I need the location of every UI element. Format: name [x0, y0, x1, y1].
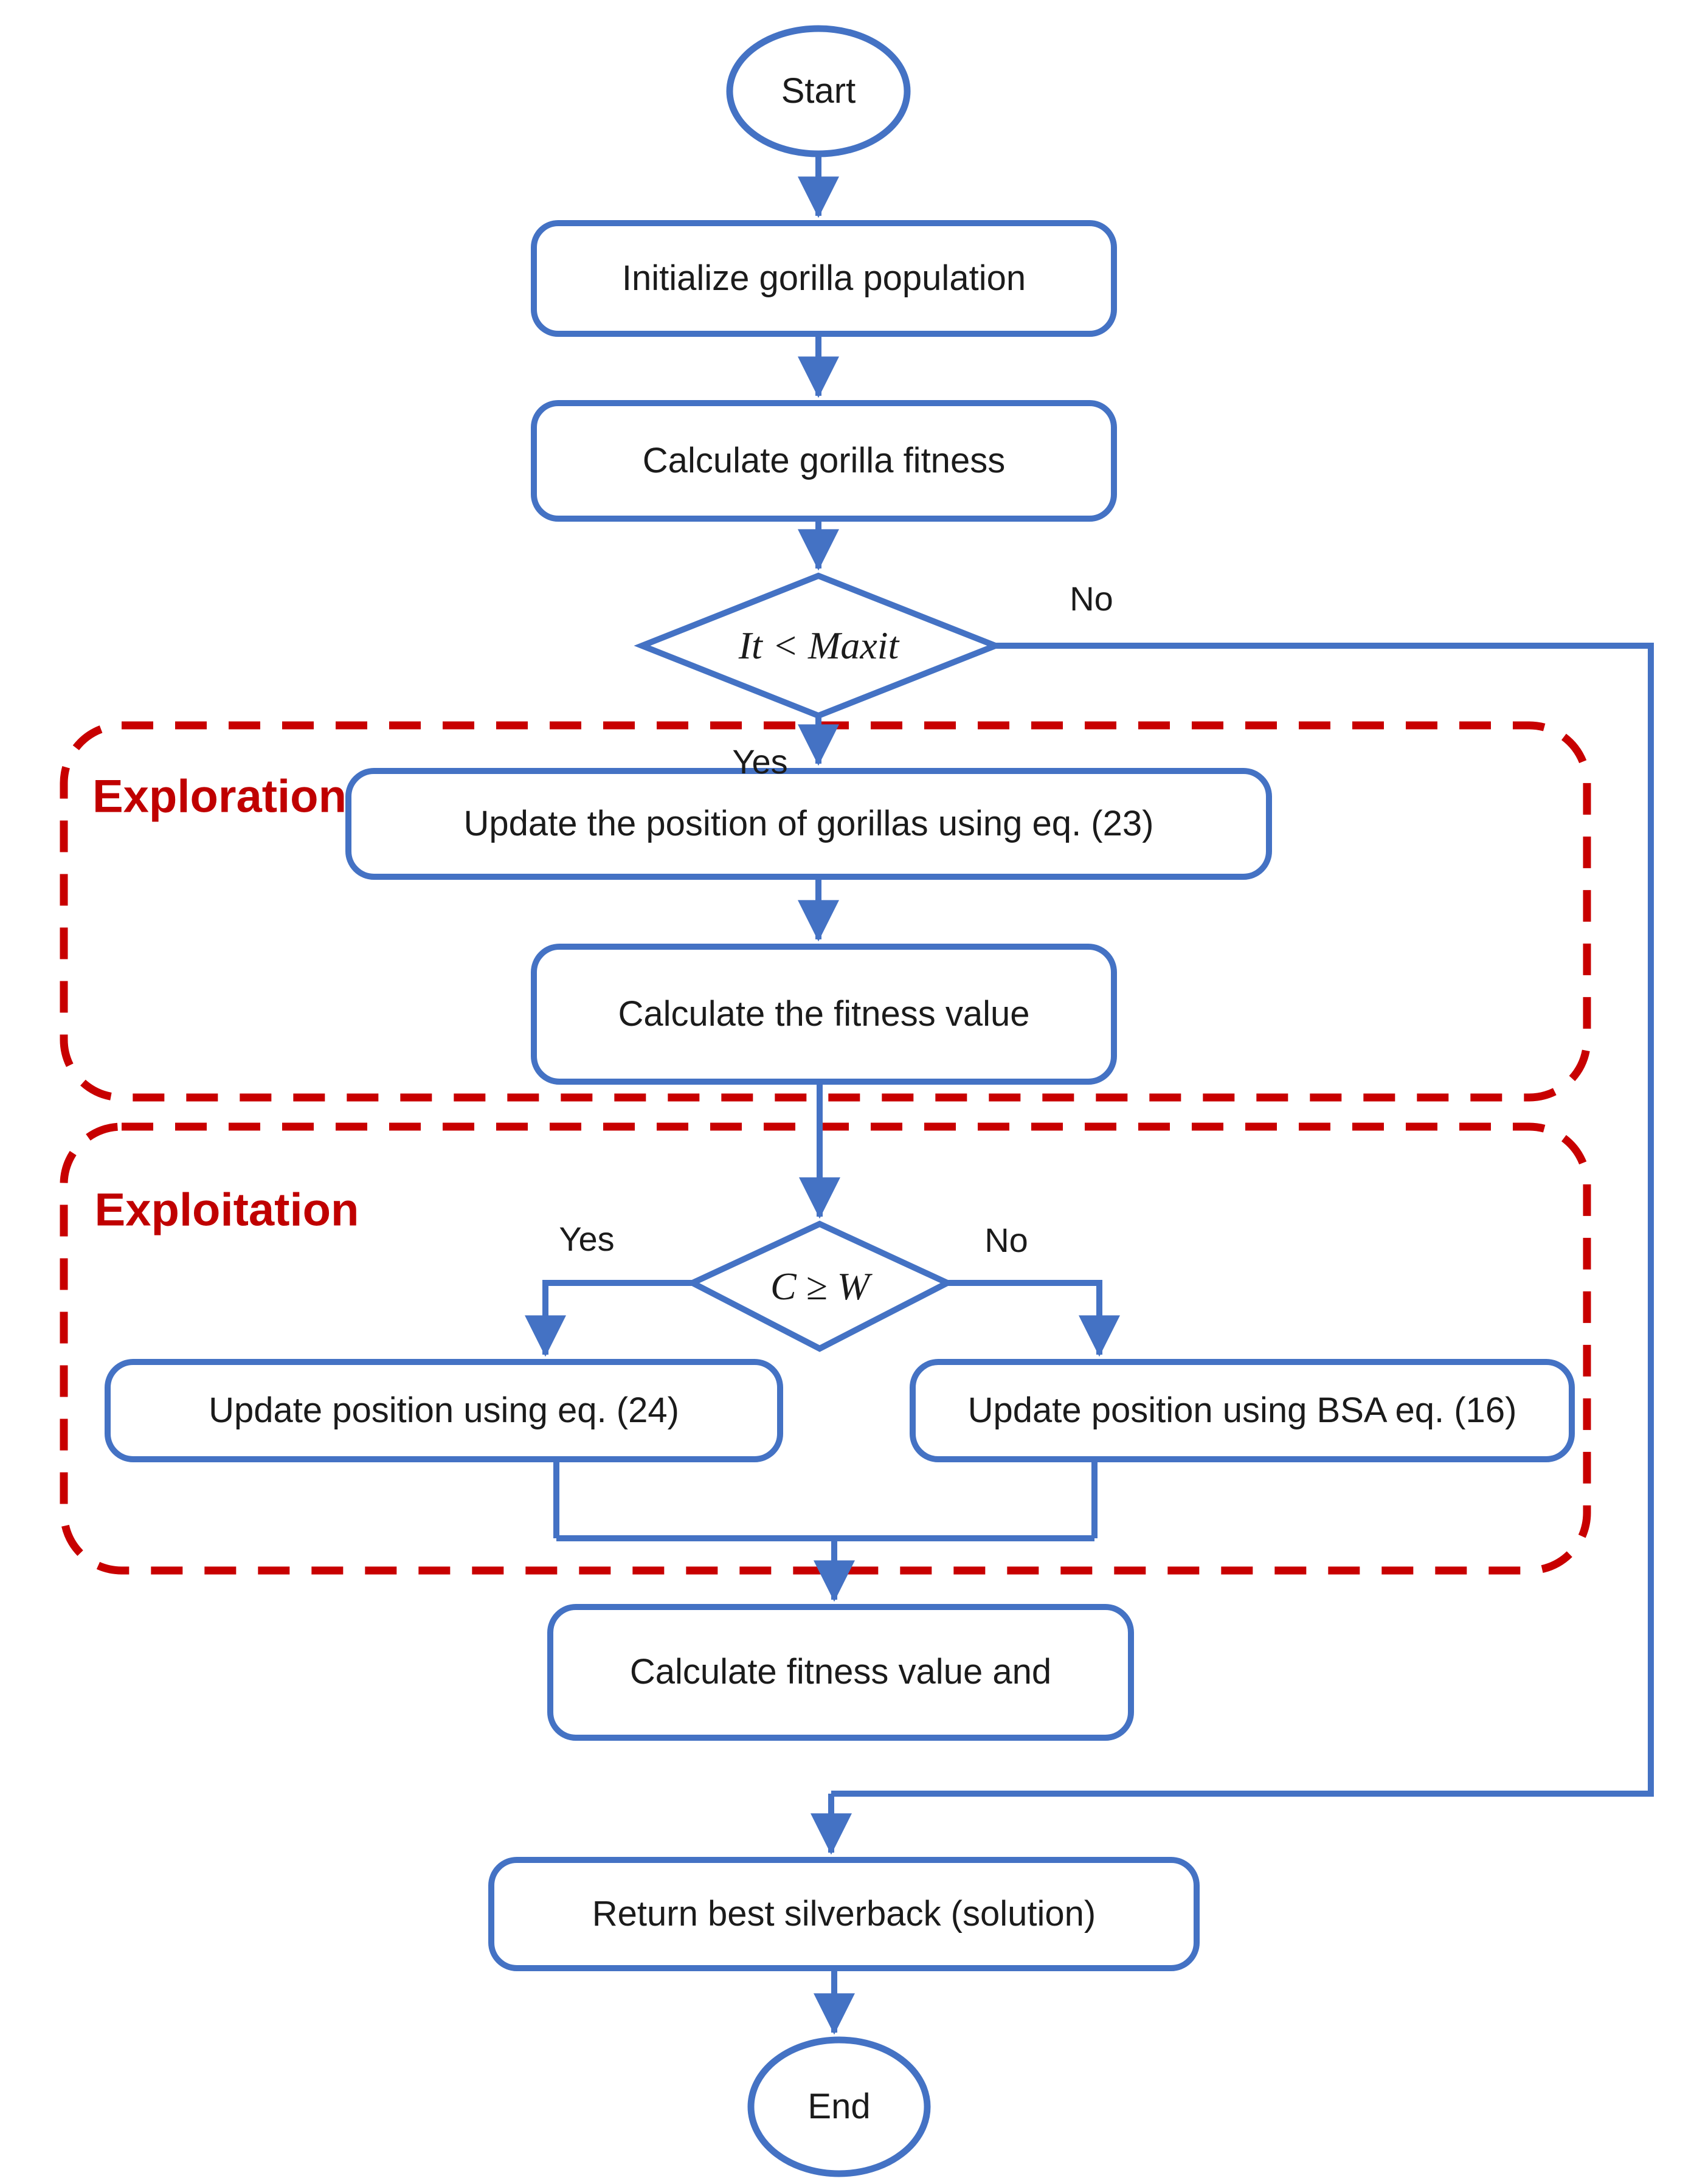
update-gorilla-positions-label: Update the position of gorillas using eq…: [463, 803, 1154, 843]
iteration-no-label: No: [1070, 579, 1113, 618]
iteration-yes-label: Yes: [732, 742, 788, 781]
exploration-region-label: Exploration: [92, 770, 347, 823]
iteration-decision-label: It < Maxit: [738, 624, 899, 668]
end-terminal-shape: [747, 2036, 931, 2177]
calc-fitness-value-label: Calculate the fitness value: [618, 994, 1030, 1034]
edge-cw-yes-branch: [524, 1280, 693, 1357]
update-gorilla-positions-shape: [345, 768, 1272, 880]
exploitation-region-label: Exploitation: [94, 1184, 359, 1236]
calc-fitness-value-shape: [531, 944, 1117, 1085]
cw-decision-label: C ≥ W: [770, 1264, 870, 1308]
init-population-shape: [531, 220, 1117, 337]
iteration-decision-shape: [634, 572, 1004, 719]
return-best-label: Return best silverback (solution): [592, 1893, 1096, 1933]
return-best-shape: [488, 1857, 1200, 1971]
cw-yes-label: Yes: [559, 1219, 615, 1258]
calc-fitness-and-shape: [547, 1604, 1134, 1741]
start-terminal-shape: [726, 25, 911, 157]
calc-fitness-and-label: Calculate fitness value and: [629, 1652, 1052, 1692]
edge-decision-no-loop: [831, 643, 1654, 1797]
cw-no-label: No: [984, 1220, 1028, 1259]
edge-cw-no-branch: [947, 1280, 1121, 1357]
update-bsa-eq16-shape: [910, 1359, 1575, 1462]
exploitation-region-outline: [60, 1122, 1591, 1575]
end-terminal-label: End: [807, 2086, 871, 2126]
update-eq24-label: Update position using eq. (24): [209, 1390, 679, 1430]
start-terminal-label: Start: [781, 71, 856, 111]
calc-gorilla-fitness-shape: [531, 400, 1117, 522]
calc-gorilla-fitness-label: Calculate gorilla fitness: [642, 440, 1006, 480]
update-bsa-eq16-label: Update position using BSA eq. (16): [967, 1390, 1517, 1430]
cw-decision-shape: [685, 1220, 955, 1352]
init-population-label: Initialize gorilla population: [621, 258, 1026, 298]
update-eq24-shape: [105, 1359, 783, 1462]
